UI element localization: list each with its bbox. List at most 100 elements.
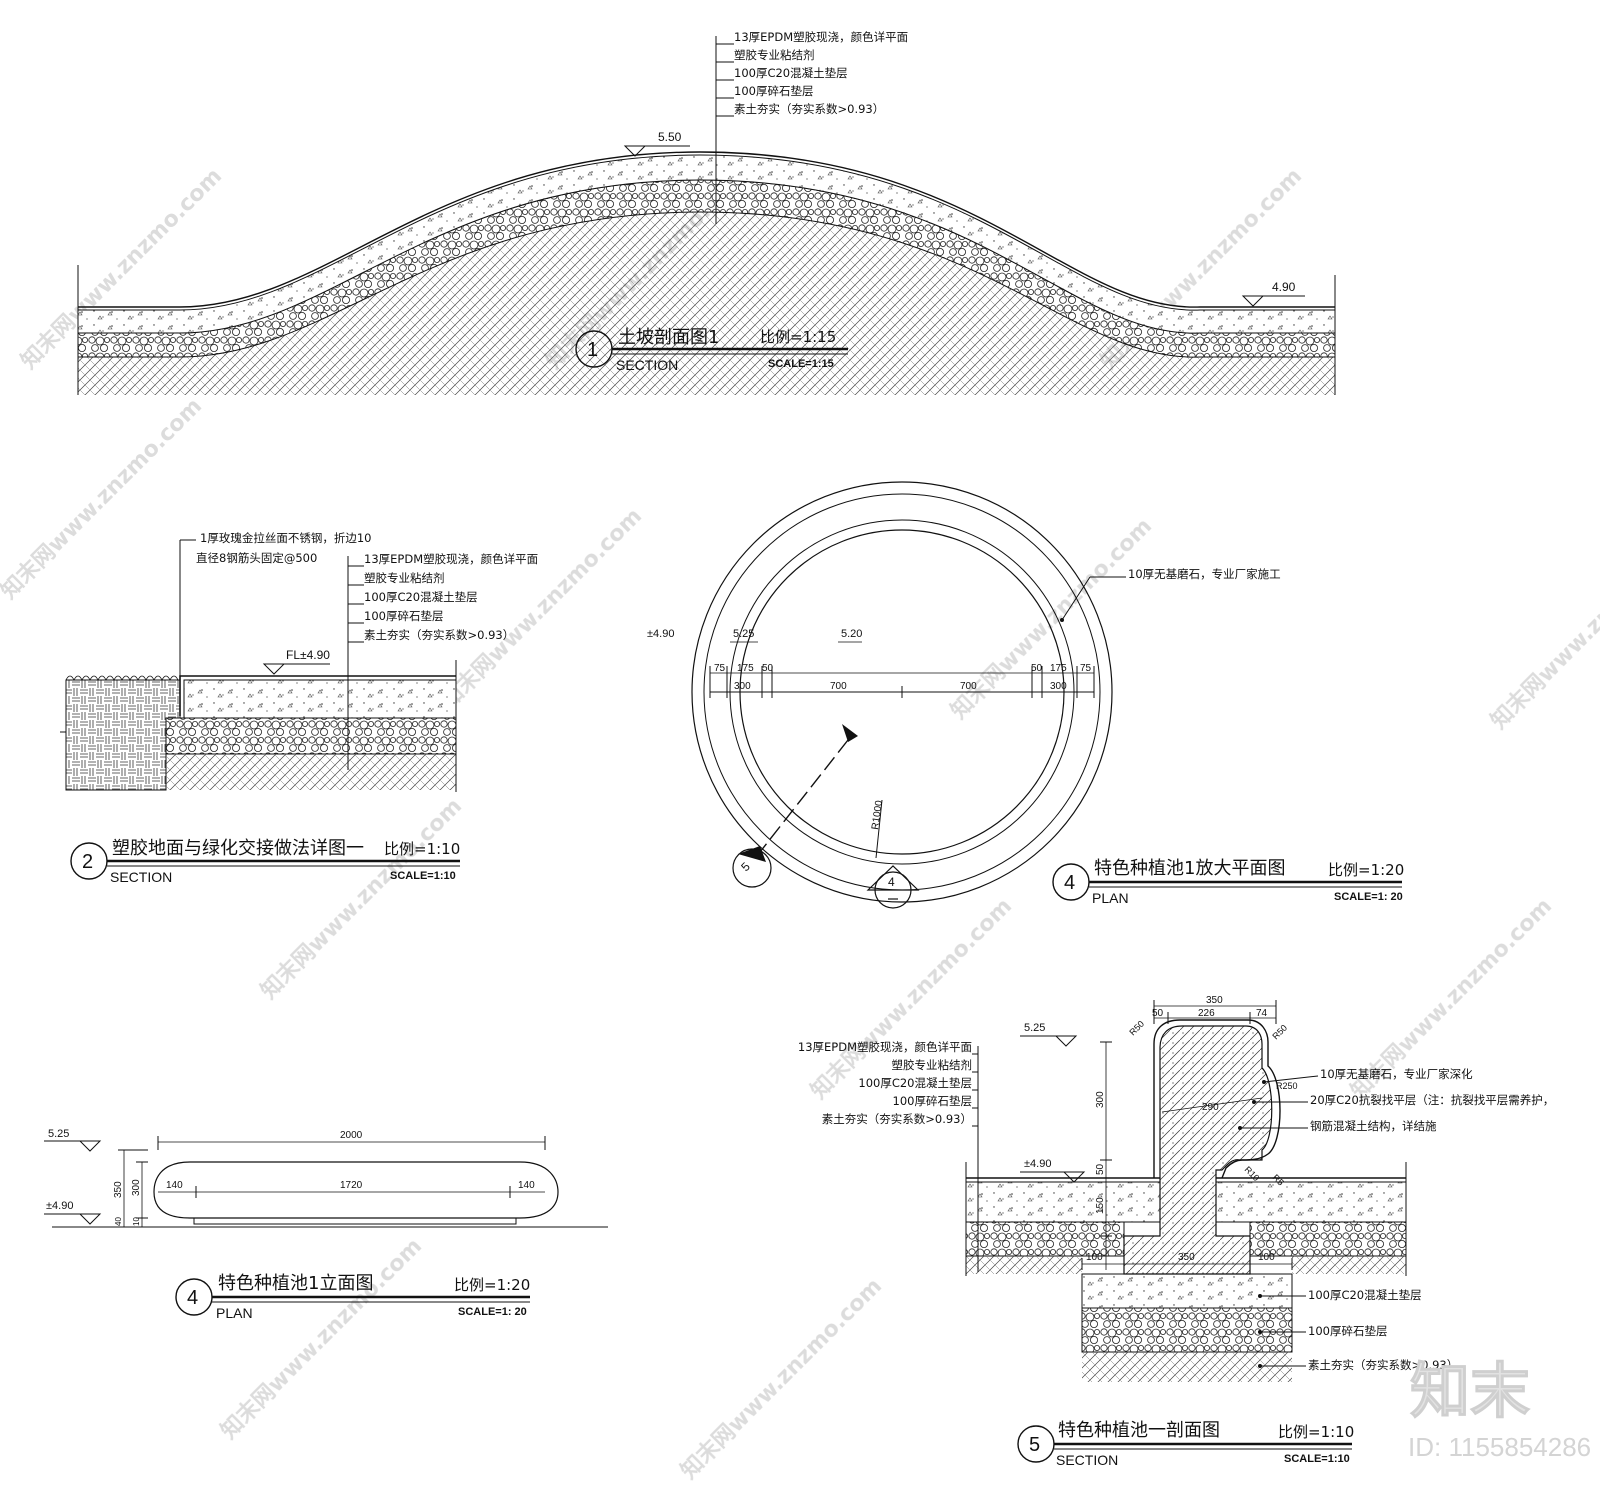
- brand-stamp: 知末 ID: 1155854286: [1408, 1357, 1591, 1463]
- layer-note: 100厚碎石垫层: [734, 84, 813, 98]
- soil-layer: [166, 754, 456, 790]
- watermark-9: 知末网www.znzmo.com: [806, 893, 1017, 1104]
- dim-label: 40: [114, 1217, 123, 1226]
- dim-label: 150: [1095, 1197, 1106, 1214]
- drawing-subtitle: PLAN: [216, 1305, 253, 1321]
- section-2-edge-detail: 1厚玫瑰金拉丝面不锈钢，折边10 直径8钢筋头固定@500 13厚EPDM塑胶现…: [60, 531, 538, 885]
- layer-note: 100厚C20混凝土垫层: [734, 66, 848, 80]
- section-5-notes-right: 10厚无基磨石，专业厂家深化 20厚C20抗裂找平层（注：抗裂找平层需养护， 钢…: [1238, 1067, 1554, 1133]
- dim-label: 300: [1050, 681, 1067, 692]
- layer-note: 素土夯实（夯实系数>0.93）: [734, 102, 884, 116]
- section-2-title-block: 2 塑胶地面与绿化交接做法详图一 比例=1:10 SECTION SCALE=1…: [70, 838, 460, 885]
- drawing-scale-en: SCALE=1: 20: [458, 1306, 527, 1318]
- concrete-layer: [183, 679, 457, 719]
- drawing-title: 塑胶地面与绿化交接做法详图一: [112, 838, 364, 859]
- dim-label: 175: [1050, 663, 1067, 674]
- elevation-mark-fl: FL±4.90: [262, 648, 330, 675]
- svg-text:±4.90: ±4.90: [1024, 1158, 1051, 1170]
- drawing-scale-en: SCALE=1: 20: [1334, 891, 1403, 903]
- footing-concrete: [1081, 1273, 1293, 1309]
- drawing-subtitle: SECTION: [110, 869, 172, 885]
- plan-4-title-block: 4 特色种植池1放大平面图 比例=1:20 PLAN SCALE=1: 20: [1052, 858, 1404, 906]
- rc-structure: [1123, 1025, 1273, 1275]
- layer-note: 素土夯实（夯实系数>0.93）: [1308, 1358, 1458, 1372]
- watermark-4: 知末网www.znzmo.com: [0, 393, 207, 604]
- concrete-layer-left: [965, 1181, 1161, 1223]
- radius-label: R10: [1243, 1164, 1262, 1183]
- drawing-scale: 比例=1:20: [1328, 861, 1404, 879]
- dim-label: 100: [1086, 1252, 1103, 1263]
- footing-gravel: [1081, 1307, 1293, 1353]
- radius-label: R1000: [870, 799, 885, 830]
- gravel-layer: [165, 717, 457, 755]
- svg-text:FL±4.90: FL±4.90: [286, 648, 330, 662]
- layer-note: 塑胶专业粘结剂: [892, 1058, 973, 1072]
- drawing-scale: 比例=1:20: [454, 1276, 530, 1294]
- elevation-mark-right: 4.90: [1241, 280, 1305, 307]
- drawing-title: 特色种植池1立面图: [218, 1273, 373, 1294]
- drawing-title: 特色种植池1放大平面图: [1094, 858, 1285, 879]
- layer-note: 100厚碎石垫层: [1308, 1324, 1387, 1338]
- drawing-subtitle: SECTION: [1056, 1452, 1118, 1468]
- watermark-8: 知末网www.znzmo.com: [256, 793, 467, 1004]
- drawing-scale-en: SCALE=1:10: [390, 870, 456, 882]
- drawing-scale-en: SCALE=1:15: [768, 358, 834, 370]
- dim-label: 700: [830, 681, 847, 692]
- layer-note: 13厚EPDM塑胶现浇，颜色详平面: [364, 552, 538, 566]
- drawing-scale: 比例=1:15: [760, 328, 836, 346]
- radius-label: R250: [1276, 1081, 1298, 1091]
- drawing-scale-en: SCALE=1:10: [1284, 1453, 1350, 1465]
- elevation-mark-top: 5.25: [1020, 1022, 1078, 1047]
- dim-label: 1720: [340, 1180, 363, 1191]
- outer-ring: [691, 481, 1113, 903]
- dim-label: 75: [1080, 663, 1092, 674]
- drawing-scale: 比例=1:10: [1278, 1423, 1354, 1441]
- planting-soil: [65, 679, 181, 791]
- svg-text:5.25: 5.25: [1024, 1022, 1045, 1034]
- section-1-layer-notes: 13厚EPDM塑胶现浇，颜色详平面 塑胶专业粘结剂 100厚C20混凝土垫层 1…: [716, 30, 908, 117]
- layer-note: 塑胶专业粘结剂: [364, 571, 445, 585]
- layer-note: 100厚C20混凝土垫层: [1308, 1288, 1422, 1302]
- dim-label: 350: [1206, 995, 1223, 1006]
- layer-note: 100厚碎石垫层: [364, 609, 443, 623]
- layer-note: 素土夯实（夯实系数>0.93）: [364, 628, 514, 642]
- plan-4-planter: 75 175 50 50 175 75 300 300 700 700 ±4.9…: [647, 481, 1404, 909]
- layer-note: 100厚C20混凝土垫层: [364, 590, 478, 604]
- dim-label: 290: [1202, 1102, 1219, 1113]
- dim-label: 75: [714, 663, 726, 674]
- detail-number: 4: [187, 1287, 198, 1309]
- dim-label: 10: [132, 1217, 141, 1226]
- material-note: 10厚无基磨石，专业厂家深化: [1320, 1067, 1473, 1081]
- edge-note-1: 1厚玫瑰金拉丝面不锈钢，折边10: [200, 531, 371, 545]
- layer-note: 素土夯实（夯实系数>0.93）: [822, 1112, 972, 1126]
- drawing-title: 特色种植池一剖面图: [1058, 1420, 1220, 1441]
- edge-note-2: 直径8钢筋头固定@500: [196, 551, 317, 565]
- dim-label: 74: [1256, 1008, 1268, 1019]
- svg-text:±4.90: ±4.90: [46, 1200, 73, 1212]
- layer-note: 13厚EPDM塑胶现浇，颜色详平面: [734, 30, 908, 44]
- soil-layer-right: [1292, 1256, 1406, 1274]
- detail-number: 2: [82, 851, 93, 873]
- elevation-mark-ground: ±4.90: [1020, 1158, 1086, 1183]
- radius-label: R50: [1270, 1023, 1289, 1042]
- elevation-mark-top: 5.25: [44, 1128, 102, 1152]
- callout-number: 5: [738, 859, 753, 874]
- dim-label: 140: [518, 1180, 535, 1191]
- material-note: 10厚无基磨石，专业厂家施工: [1128, 567, 1281, 581]
- watermark-11: 知末网www.znzmo.com: [216, 1233, 427, 1444]
- dim-label: 300: [734, 681, 751, 692]
- section-5-layer-notes-left: 13厚EPDM塑胶现浇，颜色详平面 塑胶专业粘结剂 100厚C20混凝土垫层 1…: [798, 1040, 978, 1127]
- drawing-title: 土坡剖面图1: [618, 327, 719, 348]
- planter-body: [153, 1161, 559, 1219]
- elevation-mark-top: 5.50: [623, 130, 690, 157]
- elev-label: ±4.90: [647, 628, 674, 640]
- dim-label: 700: [960, 681, 977, 692]
- detail-number: 4: [1064, 872, 1075, 894]
- radius-label: R50: [1127, 1019, 1146, 1038]
- dim-label: 350: [1178, 1252, 1195, 1263]
- layer-note: 100厚C20混凝土垫层: [858, 1076, 972, 1090]
- layer-note: 13厚EPDM塑胶现浇，颜色详平面: [798, 1040, 972, 1054]
- dim-label: 226: [1198, 1008, 1215, 1019]
- svg-text:4.90: 4.90: [1272, 280, 1296, 294]
- dim-label: 300: [131, 1179, 142, 1196]
